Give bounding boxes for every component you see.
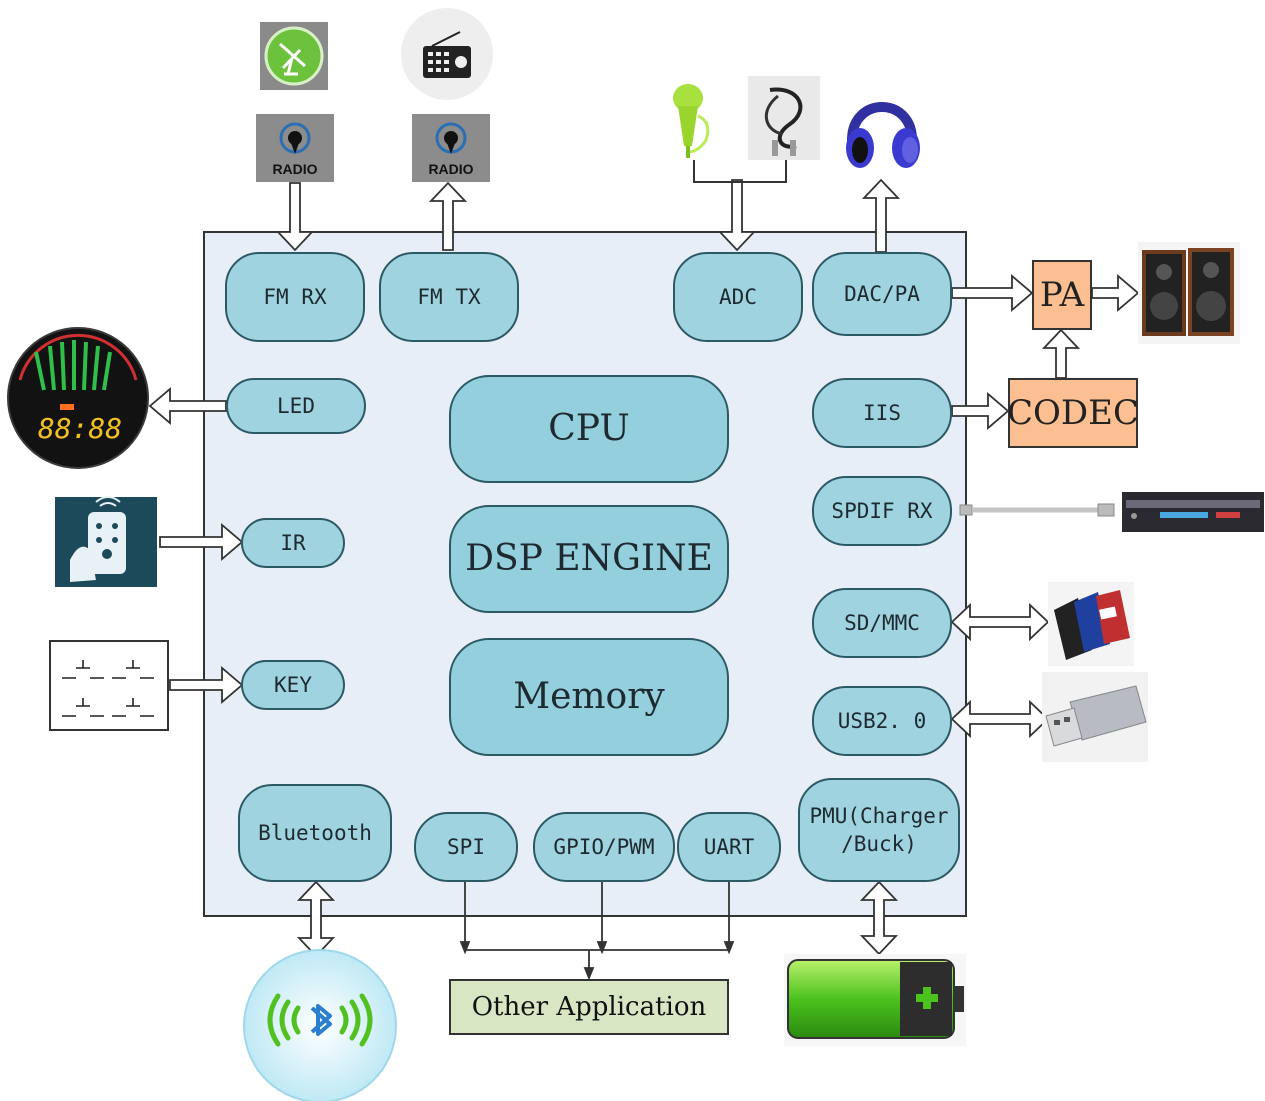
arrow-keypad-key xyxy=(169,666,244,704)
fm-rx-module: FM RX xyxy=(225,252,365,342)
spdif-rx-module: SPDIF RX xyxy=(812,476,952,546)
usb-drive-icon xyxy=(1042,672,1148,762)
bus-lines xyxy=(459,880,735,981)
dsp-engine-block: DSP ENGINE xyxy=(449,505,729,613)
key-module: KEY xyxy=(241,660,345,710)
battery-icon xyxy=(784,954,966,1046)
bluetooth-icon xyxy=(243,949,397,1101)
arrow-fm-rx xyxy=(275,182,315,252)
radio-badge-label: RADIO xyxy=(272,161,317,177)
arrow-iis-codec xyxy=(951,392,1010,430)
uart-module: UART xyxy=(677,812,781,882)
optical-cable-icon xyxy=(959,503,1115,517)
radio-badge-label: RADIO xyxy=(428,161,473,177)
arrow-dac-pa xyxy=(951,274,1034,312)
pmu-module: PMU(Charger /Buck) xyxy=(798,778,960,882)
ir-module: IR xyxy=(241,518,345,568)
arrow-pa-speakers xyxy=(1091,274,1140,312)
led-module: LED xyxy=(226,378,366,434)
dvd-player-icon xyxy=(1122,492,1264,532)
cpu-block: CPU xyxy=(449,375,729,483)
adc-module: ADC xyxy=(673,252,803,342)
sd-cards-icon xyxy=(1048,582,1134,666)
iis-module: IIS xyxy=(812,378,952,448)
arrow-remote-ir xyxy=(159,523,244,561)
audio-cable-icon xyxy=(748,76,820,160)
led-display-icon: 88:88 xyxy=(7,327,149,469)
gpio-pwm-module: GPIO/PWM xyxy=(533,812,675,882)
radio-badge-icon: RADIO xyxy=(256,114,334,182)
pa-block: PA xyxy=(1032,260,1092,330)
arrow-led-display xyxy=(148,387,227,425)
arrow-usb-drive xyxy=(950,699,1050,739)
fm-tx-module: FM TX xyxy=(379,252,519,342)
memory-block: Memory xyxy=(449,638,729,756)
other-application-block: Other Application xyxy=(449,979,729,1035)
keypad-switches-icon xyxy=(49,640,169,731)
usb-module: USB2. 0 xyxy=(812,686,952,756)
microphone-icon xyxy=(673,84,710,158)
spi-module: SPI xyxy=(414,812,518,882)
codec-block: CODEC xyxy=(1007,378,1139,448)
radio-badge-icon: RADIO xyxy=(412,114,490,182)
arrow-sd-cards xyxy=(950,602,1050,642)
arrow-codec-pa xyxy=(1041,328,1081,379)
radio-receiver-icon xyxy=(401,8,493,100)
dac-pa-module: DAC/PA xyxy=(812,252,952,336)
arrow-adc xyxy=(717,179,757,252)
adc-input-lines xyxy=(693,160,787,183)
headphones-icon xyxy=(846,102,920,168)
speakers-icon xyxy=(1138,242,1240,344)
sd-mmc-module: SD/MMC xyxy=(812,588,952,658)
led-display-digits: 88:88 xyxy=(38,412,122,445)
arrow-headphones xyxy=(861,178,901,253)
arrow-fm-tx xyxy=(428,181,468,251)
satellite-dish-icon xyxy=(260,22,328,90)
remote-control-icon xyxy=(55,496,157,587)
bluetooth-module: Bluetooth xyxy=(238,784,392,882)
